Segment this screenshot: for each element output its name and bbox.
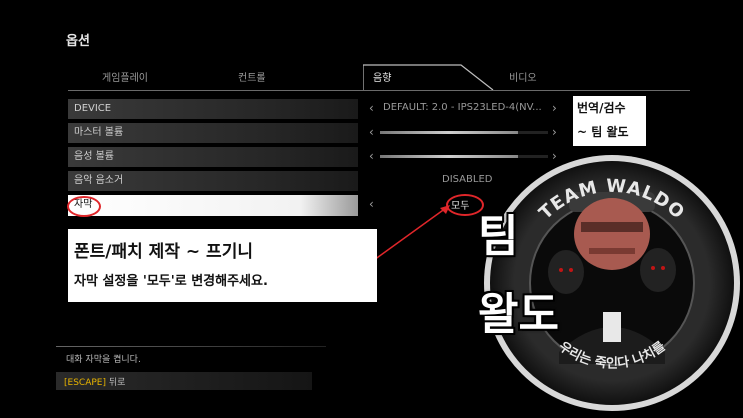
option-description: 대화 자막을 켭니다.: [66, 355, 141, 365]
escape-key-label: [ESCAPE]: [64, 378, 106, 388]
team-big-text-line-1: 팀: [478, 211, 519, 262]
page-title: 옵션: [66, 34, 90, 49]
back-button[interactable]: [ESCAPE] 뒤로: [64, 375, 125, 388]
subtitle-value-highlight: [446, 194, 484, 216]
device-right-arrow-icon[interactable]: ›: [552, 101, 557, 115]
tab-controls[interactable]: 컨트롤: [238, 73, 266, 84]
menu-item-device[interactable]: DEVICE: [68, 99, 358, 119]
tab-video[interactable]: 비디오: [509, 73, 537, 84]
master-volume-slider[interactable]: [380, 131, 548, 134]
team-big-text-line-2: 왈도: [478, 289, 559, 340]
footer-divider: [56, 346, 326, 347]
device-value: DEFAULT: 2.0 - IPS23LED-4(NV...: [383, 102, 542, 113]
back-label: 뒤로: [108, 378, 126, 388]
credit-box: 번역/검수 ~ 팀 왈도: [573, 96, 646, 146]
tab-audio[interactable]: 음향: [363, 64, 494, 91]
voice-volume-right-arrow-icon[interactable]: ›: [552, 149, 557, 163]
tab-gameplay[interactable]: 게임플레이: [102, 73, 148, 84]
credit-line-2: ~ 팀 왈도: [577, 125, 629, 139]
annotation-arrow-icon: [373, 205, 450, 261]
device-left-arrow-icon[interactable]: ‹: [369, 101, 374, 115]
menu-item-music-mute[interactable]: 음악 음소거: [68, 171, 358, 191]
escape-bar: [56, 372, 312, 390]
master-volume-fill: [380, 131, 518, 134]
notice-line-1: 폰트/패치 제작 ~ 프기니: [74, 242, 253, 262]
master-volume-right-arrow-icon[interactable]: ›: [552, 125, 557, 139]
voice-volume-slider[interactable]: [380, 155, 548, 158]
menu-item-voice-volume[interactable]: 음성 볼륨: [68, 147, 358, 167]
master-volume-left-arrow-icon[interactable]: ‹: [369, 125, 374, 139]
notice-box: 폰트/패치 제작 ~ 프기니 자막 설정을 '모두'로 변경해주세요.: [68, 229, 377, 302]
credit-line-1: 번역/검수: [577, 101, 626, 115]
tab-audio-label: 음향: [373, 73, 392, 84]
menu-item-master-volume[interactable]: 마스터 볼륨: [68, 123, 358, 143]
menu-item-subtitles[interactable]: 자막: [68, 195, 358, 216]
subtitle-label-highlight: [67, 196, 101, 217]
team-waldo-badge: TEAM WALDO 우리는 죽인다 나치를: [481, 152, 743, 414]
voice-volume-fill: [380, 155, 518, 158]
tab-audio-outline: [363, 64, 494, 91]
tab-underline: [68, 90, 690, 91]
notice-line-2: 자막 설정을 '모두'로 변경해주세요.: [74, 274, 268, 289]
voice-volume-left-arrow-icon[interactable]: ‹: [369, 149, 374, 163]
music-mute-value: DISABLED: [442, 174, 493, 185]
badge-emblem-icon: TEAM WALDO 우리는 죽인다 나치를: [484, 155, 740, 411]
subtitles-left-arrow-icon[interactable]: ‹: [369, 197, 374, 211]
